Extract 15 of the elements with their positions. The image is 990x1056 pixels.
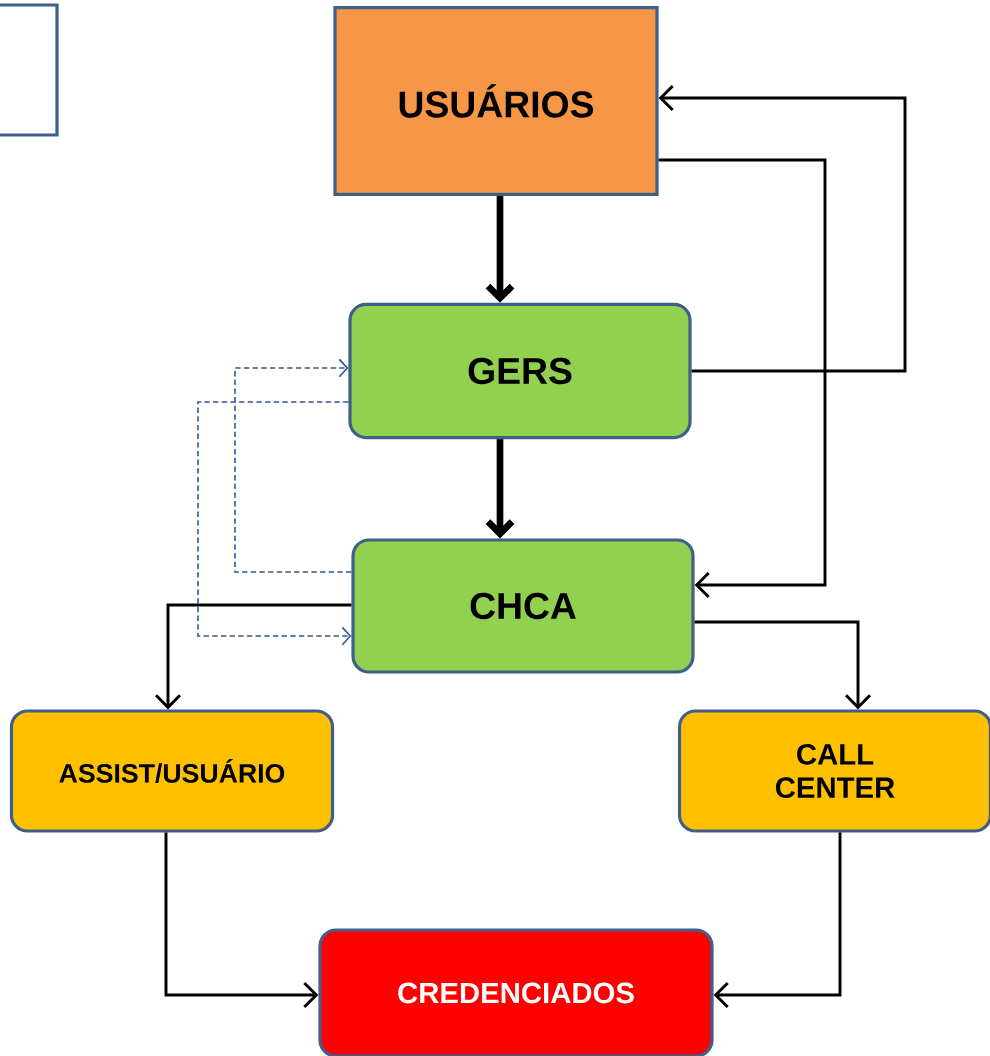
process-box: CREDENCIADOS (318, 928, 714, 1056)
arrow (234, 358, 353, 573)
arrow (197, 401, 352, 646)
arrow (154, 603, 352, 710)
process-box: USUÁRIOS (333, 5, 659, 197)
arrow (658, 84, 907, 373)
arrow (694, 620, 872, 710)
process-box: ASSIST/USUÁRIO (9, 709, 335, 833)
arrow (658, 158, 827, 599)
process-box: CALL CENTER (677, 709, 990, 833)
arrow (164, 832, 319, 1009)
process-box: GERS (348, 302, 692, 440)
arrow (713, 832, 842, 1009)
box (0, 3, 59, 137)
process-box: CHCA (351, 538, 695, 674)
